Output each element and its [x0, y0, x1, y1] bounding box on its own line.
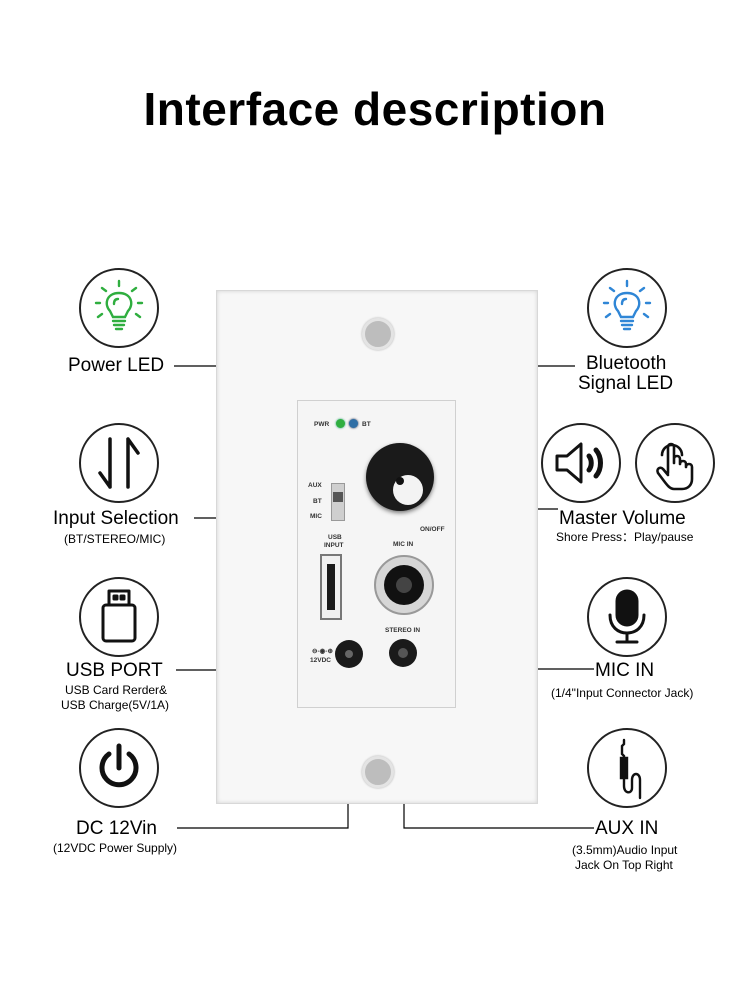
touch-hand-icon	[635, 423, 715, 503]
audio-jack-icon	[587, 728, 667, 808]
dc-sublabel: (12VDC Power Supply)	[53, 841, 178, 855]
speaker-icon	[541, 423, 621, 503]
stereo-in-jack[interactable]	[389, 639, 417, 667]
input-selection-sublabel: (BT/STEREO/MIC)	[64, 532, 166, 546]
mic-in-label: MIC IN	[595, 660, 655, 681]
mic-in-label: MIC IN	[393, 541, 414, 548]
switch-mic-label: MIC	[310, 513, 322, 520]
switch-aux-label: AUX	[308, 482, 322, 489]
mic-in-sublabel: (1/4"Input Connector Jack)	[551, 686, 694, 700]
switch-bt-label: BT	[313, 498, 322, 505]
usb-port-label: USB PORT	[66, 660, 163, 681]
on-off-label: ON/OFF	[420, 526, 445, 533]
microphone-icon	[587, 577, 667, 657]
dc-label: DC 12Vin	[76, 818, 157, 839]
usb-port-sublabel-1: USB Card Rerder&	[65, 683, 168, 697]
aux-in-sublabel-1: (3.5mm)Audio Input	[572, 843, 678, 857]
bluetooth-label-line2: Signal LED	[578, 373, 674, 394]
usb-input-label-1: USB	[328, 534, 342, 541]
input-switch-arrows-icon	[79, 423, 159, 503]
master-volume-label: Master Volume	[559, 508, 686, 529]
power-led	[336, 419, 345, 428]
bluetooth-label-line1: Bluetooth	[586, 353, 667, 374]
input-selector-switch[interactable]	[331, 483, 345, 521]
top-screw	[362, 318, 394, 350]
usb-port[interactable]	[320, 554, 342, 620]
stereo-in-label: STEREO IN	[385, 627, 421, 634]
bt-label: BT	[362, 421, 371, 428]
page-title: Interface description	[143, 83, 607, 135]
pwr-label: PWR	[314, 421, 330, 428]
power-led-label: Power LED	[68, 355, 165, 376]
master-volume-sublabel: Shore Press：Play/pause	[556, 530, 694, 544]
bottom-screw	[362, 756, 394, 788]
usb-input-label-2: INPUT	[324, 542, 344, 549]
control-panel: PWR BT AUX BT MIC ON/OFF USB INPUT MIC I…	[297, 400, 456, 708]
dc-polarity-symbol: ⊖-◉-⊕	[312, 648, 333, 655]
input-selection-label: Input Selection	[53, 508, 179, 529]
mic-in-jack[interactable]	[374, 555, 434, 615]
bluetooth-led-bulb-icon	[587, 268, 667, 348]
dc-jack[interactable]	[335, 640, 363, 668]
volume-knob[interactable]	[366, 443, 434, 511]
bt-led	[349, 419, 358, 428]
power-icon	[79, 728, 159, 808]
aux-in-sublabel-2: Jack On Top Right	[575, 858, 673, 872]
power-led-bulb-icon	[79, 268, 159, 348]
aux-in-label: AUX IN	[595, 818, 659, 839]
vdc-label: 12VDC	[310, 657, 331, 664]
usb-port-sublabel-2: USB Charge(5V/1A)	[61, 698, 170, 712]
usb-drive-icon	[79, 577, 159, 657]
